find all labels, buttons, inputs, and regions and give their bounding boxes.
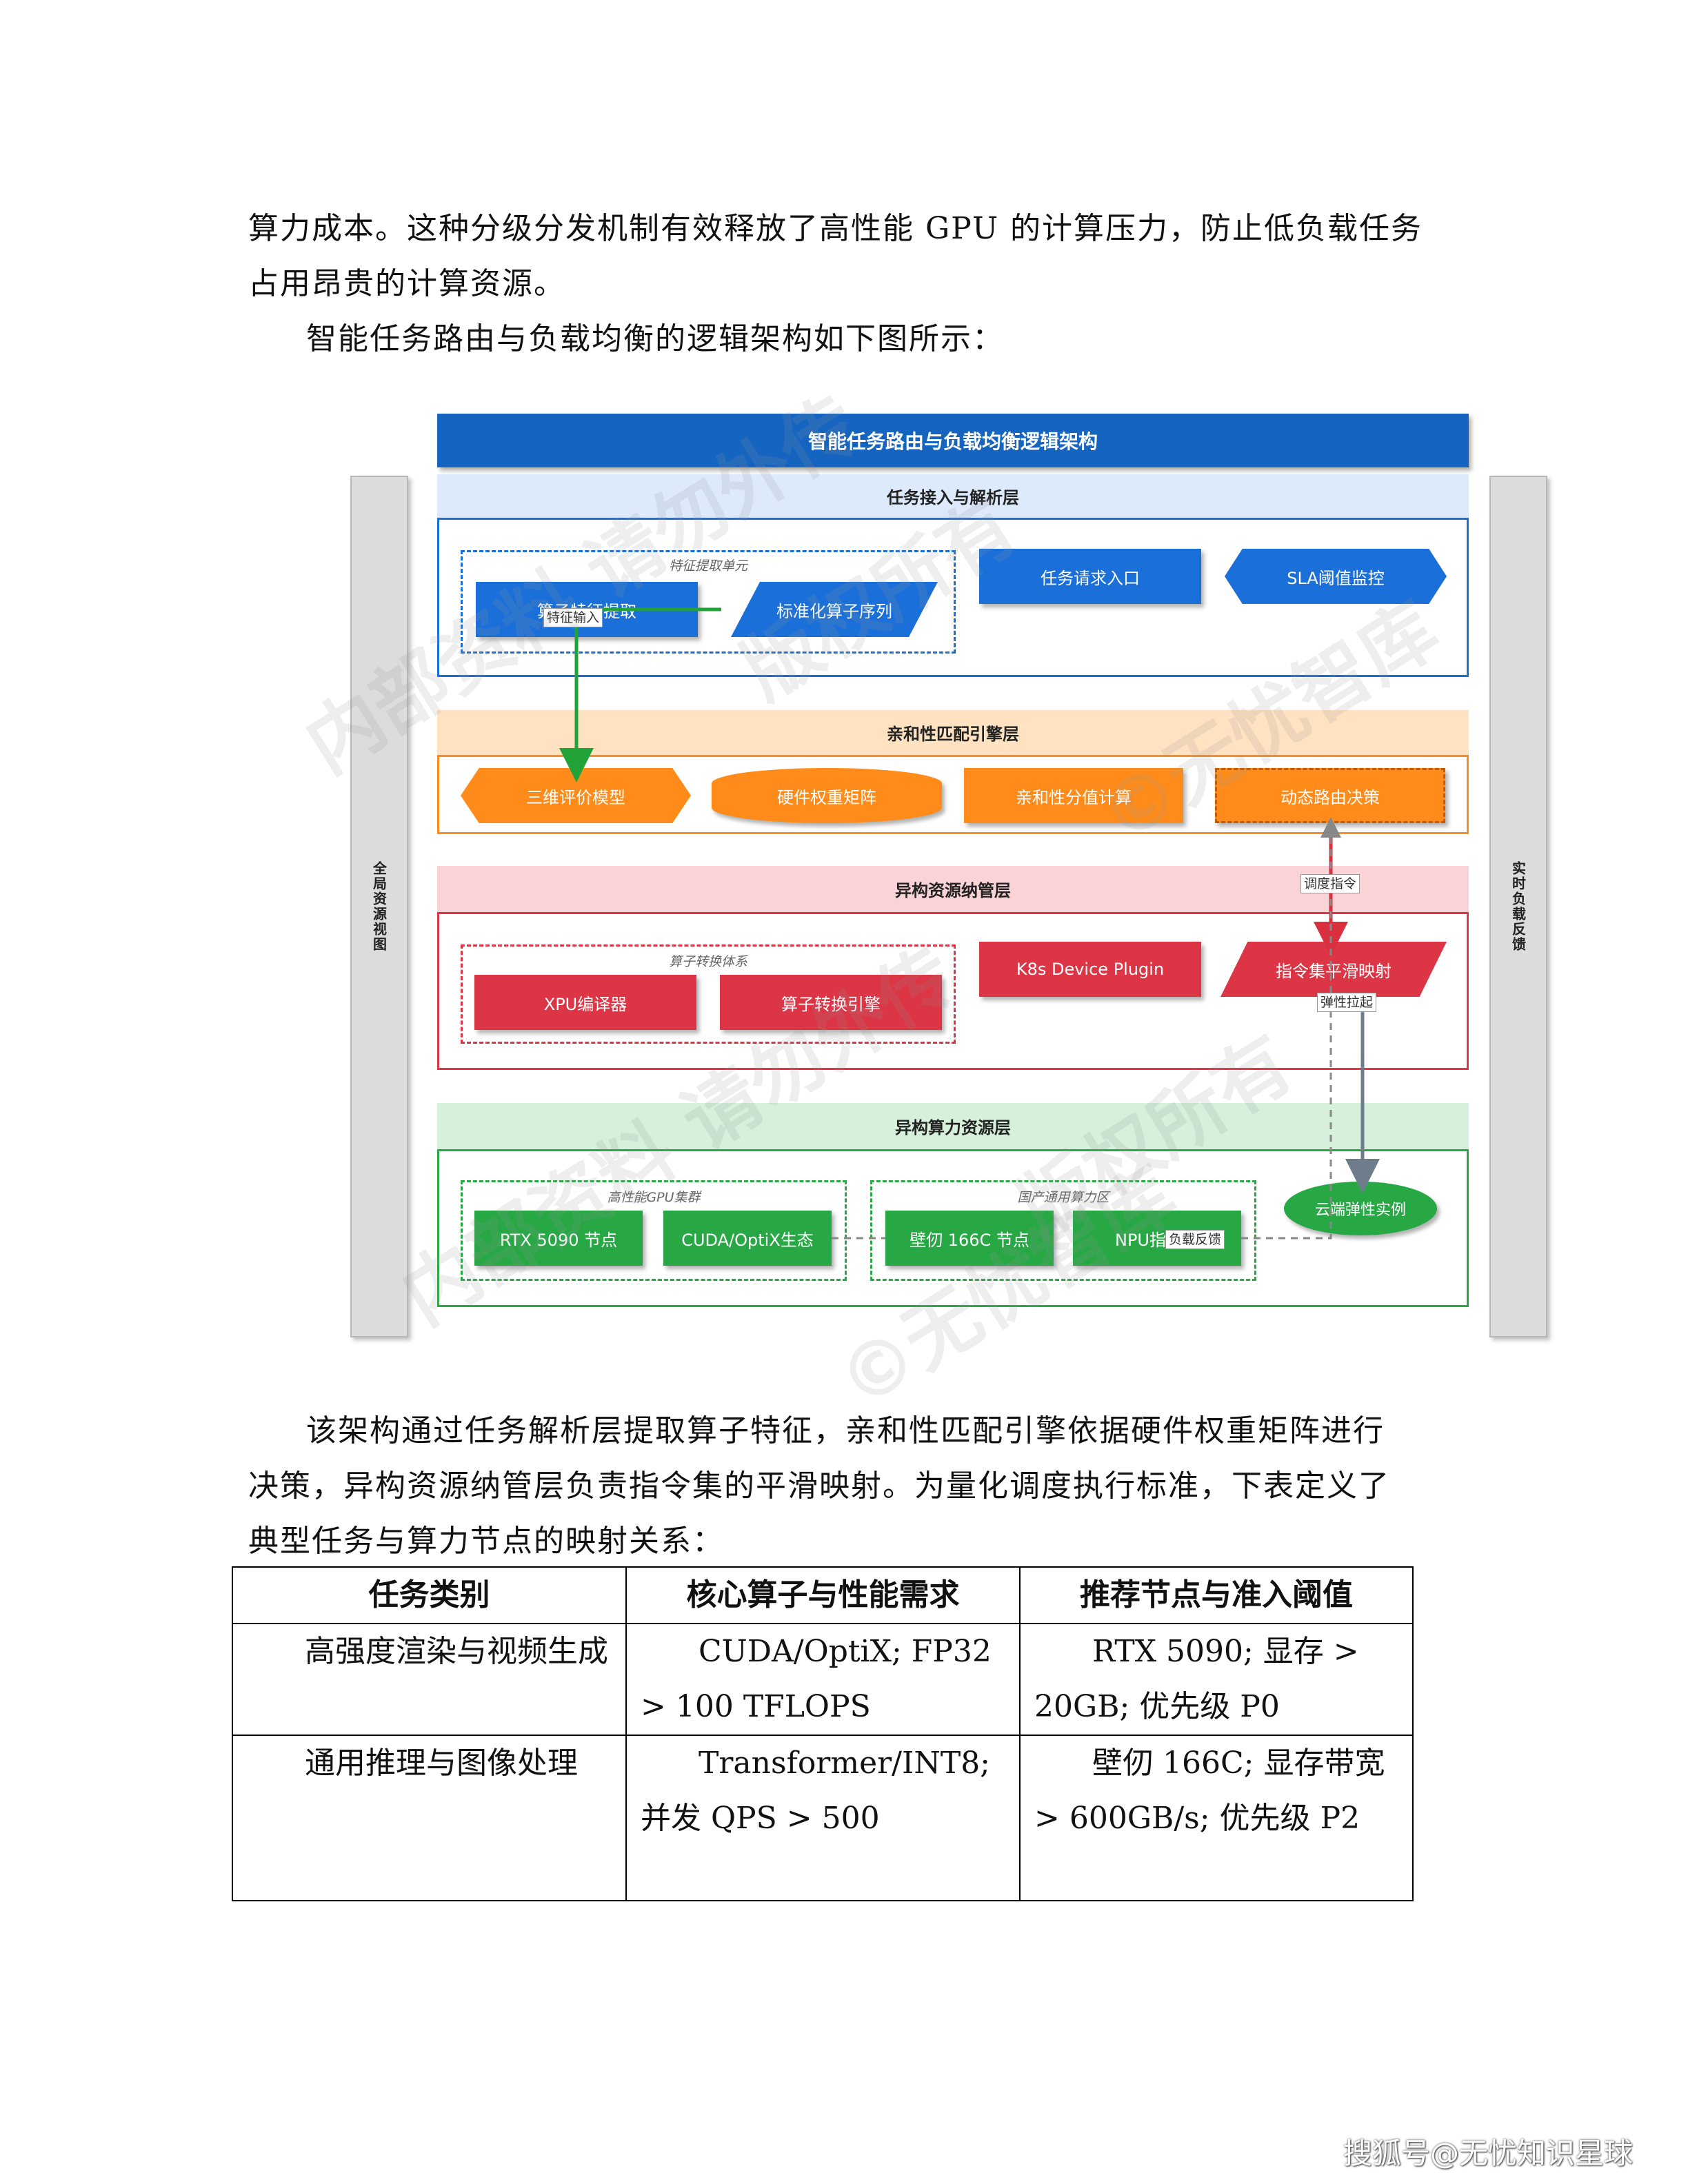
hardware-weight-matrix-node: 硬件权重矩阵 (712, 768, 942, 823)
table-cell: RTX 5090; 显存 > 20GB; 优先级 P0 (1019, 1623, 1414, 1736)
paragraph-intro: 智能任务路由与负载均衡的逻辑架构如下图所示： (306, 321, 1004, 356)
load-feedback-label: 负载反馈 (1165, 1230, 1225, 1249)
high-performance-gpu-group (461, 1180, 847, 1281)
standardized-operator-sequence-node: 标准化算子序列 (731, 582, 938, 637)
group-label: 国产通用算力区 (1017, 1190, 1109, 1205)
column-header: 任务类别 (232, 1566, 627, 1624)
table-cell: 壁仞 166C; 显存带宽 > 600GB/s; 优先级 P2 (1019, 1735, 1414, 1901)
table-row: 高强度渲染与视频生成 CUDA/OptiX; FP32 > 100 TFLOPS… (232, 1623, 1414, 1736)
feature-extraction-group (461, 550, 956, 654)
column-header: 推荐节点与准入阈值 (1019, 1566, 1414, 1624)
paragraph-line: 典型任务与算力节点的映射关系： (248, 1524, 724, 1559)
side-label: 全局资源视图 (370, 861, 388, 952)
instruction-set-mapping-node: 指令集平滑映射 (1220, 942, 1447, 997)
diagram-title: 智能任务路由与负载均衡逻辑架构 (437, 414, 1469, 467)
footer-source-watermark: 搜狐号@无忧知识星球 (1343, 2136, 1633, 2170)
feature-input-arrow (559, 607, 721, 782)
operator-conversion-group (461, 944, 956, 1044)
group-label: 特征提取单元 (668, 558, 747, 574)
operator-conversion-engine-node: 算子转换引擎 (720, 975, 942, 1030)
table-header-row: 任务类别 核心算子与性能需求 推荐节点与准入阈值 (232, 1566, 1414, 1624)
layer-title: 任务接入与解析层 (437, 474, 1469, 520)
domestic-compute-group (870, 1180, 1256, 1281)
biren-166c-node: 壁仞 166C 节点 (885, 1211, 1054, 1266)
column-header: 核心算子与性能需求 (625, 1566, 1021, 1624)
feature-input-label: 特征输入 (543, 608, 603, 627)
group-label: 算子转换体系 (668, 954, 747, 969)
realtime-load-feedback-bar: 实时负载反馈 (1489, 476, 1547, 1337)
table-row: 通用推理与图像处理 Transformer/INT8; 并发 QPS > 500… (232, 1735, 1414, 1901)
paragraph-line: 决策，异构资源纳管层负责指令集的平滑映射。为量化调度执行标准，下表定义了 (248, 1468, 1390, 1504)
layer-title: 亲和性匹配引擎层 (437, 710, 1469, 757)
layer-title: 异构资源纳管层 (437, 866, 1469, 914)
paragraph-line: 算力成本。这种分级分发机制有效释放了高性能 GPU 的计算压力，防止低负载任务 (248, 211, 1423, 246)
dynamic-routing-decision-node: 动态路由决策 (1215, 768, 1445, 823)
connector-lines (559, 607, 1380, 1240)
table-cell: 通用推理与图像处理 (232, 1735, 627, 1901)
table-cell: 高强度渲染与视频生成 (232, 1623, 627, 1736)
table-cell: CUDA/OptiX; FP32 > 100 TFLOPS (625, 1623, 1021, 1736)
architecture-diagram: 全局资源视图 实时负载反馈 智能任务路由与负载均衡逻辑架构 任务接入与解析层 特… (290, 380, 1547, 1426)
paragraph-line: 占用昂贵的计算资源。 (248, 266, 565, 301)
sla-threshold-monitor-node: SLA阈值监控 (1225, 549, 1447, 604)
elastic-label: 弹性拉起 (1317, 993, 1377, 1012)
dispatch-label: 调度指令 (1300, 874, 1360, 893)
task-node-mapping-table: 任务类别 核心算子与性能需求 推荐节点与准入阈值 高强度渲染与视频生成 CUDA… (232, 1566, 1414, 1901)
rtx-5090-node: RTX 5090 节点 (474, 1211, 643, 1266)
affinity-score-node: 亲和性分值计算 (964, 768, 1183, 823)
table-cell: Transformer/INT8; 并发 QPS > 500 (625, 1735, 1021, 1901)
xpu-compiler-node: XPU编译器 (474, 975, 696, 1030)
cuda-optix-ecosystem-node: CUDA/OptiX生态 (663, 1211, 832, 1266)
side-label: 实时负载反馈 (1509, 861, 1527, 952)
load-feedback-line (1241, 817, 1341, 1240)
k8s-device-plugin-node: K8s Device Plugin (979, 942, 1201, 997)
layer-title: 异构算力资源层 (437, 1103, 1469, 1151)
task-request-entry-node: 任务请求入口 (979, 549, 1201, 604)
group-label: 高性能GPU集群 (607, 1190, 701, 1205)
global-resource-view-bar: 全局资源视图 (350, 476, 408, 1337)
paragraph-line: 该架构通过任务解析层提取算子特征，亲和性匹配引擎依据硬件权重矩阵进行 (306, 1413, 1385, 1448)
